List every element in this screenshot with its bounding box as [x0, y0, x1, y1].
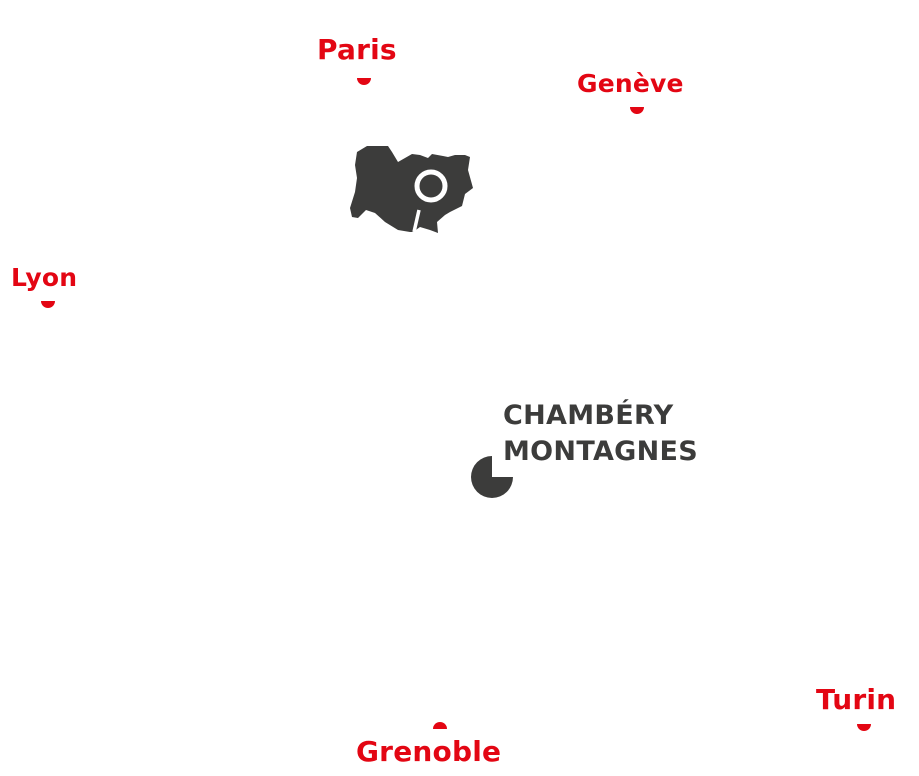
city-label-turin: Turin	[816, 683, 897, 716]
city-label-lyon: Lyon	[11, 263, 78, 292]
magnifier-handle	[412, 209, 421, 233]
location-marker-icon	[471, 456, 513, 498]
marker-shape	[471, 456, 513, 498]
city-dot-paris	[357, 78, 371, 85]
city-label-geneve: Genève	[577, 69, 684, 98]
city-dot-turin	[857, 724, 871, 731]
city-dot-grenoble	[433, 722, 447, 729]
city-dot-geneve	[630, 107, 644, 114]
destination-line-2: MONTAGNES	[503, 436, 698, 467]
city-dot-lyon	[41, 301, 55, 308]
region-shape	[350, 146, 473, 233]
city-label-grenoble: Grenoble	[356, 735, 502, 768]
magnifier-ring	[414, 169, 448, 203]
destination-label: CHAMBÉRY MONTAGNES	[503, 398, 698, 470]
destination-line-1: CHAMBÉRY	[503, 400, 674, 431]
city-label-paris: Paris	[317, 33, 397, 66]
